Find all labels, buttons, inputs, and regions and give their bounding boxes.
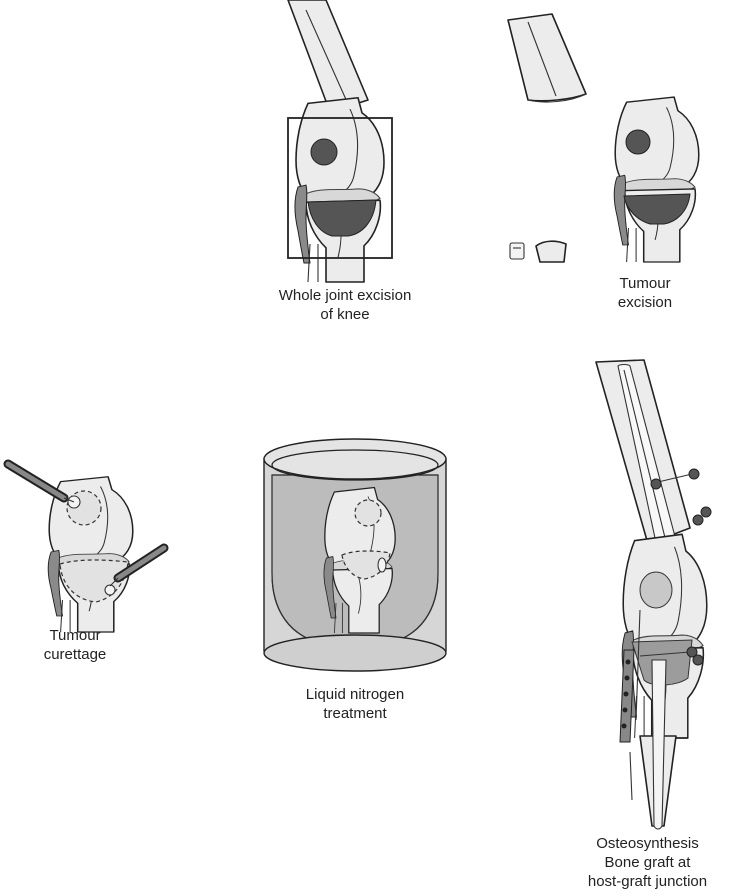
caption-liquid-nitrogen: Liquid nitrogen treatment — [250, 685, 460, 723]
knee-joint-icon — [0, 450, 180, 640]
liquid-nitrogen-panel: Liquid nitrogen treatment — [250, 425, 460, 725]
nitrogen-container-icon — [250, 425, 460, 685]
tumour-excision-panel: Tumour excision — [500, 0, 720, 320]
bone-fragment-icon — [500, 0, 720, 320]
caption-curettage: Tumour curettage — [0, 626, 150, 664]
tumour-curettage-panel: Tumour curettage — [0, 450, 180, 680]
knee-joint-icon — [270, 0, 420, 280]
intramedullary-nail-icon — [560, 360, 735, 830]
caption-whole-joint: Whole joint excision of knee — [220, 286, 470, 324]
whole-joint-excision-panel: Whole joint excision of knee — [270, 0, 420, 280]
osteosynthesis-panel: Osteosynthesis Bone graft at host-graft … — [560, 360, 735, 896]
caption-tumour-excision: Tumour excision — [590, 274, 700, 312]
caption-osteosynthesis: Osteosynthesis Bone graft at host-graft … — [565, 834, 730, 891]
